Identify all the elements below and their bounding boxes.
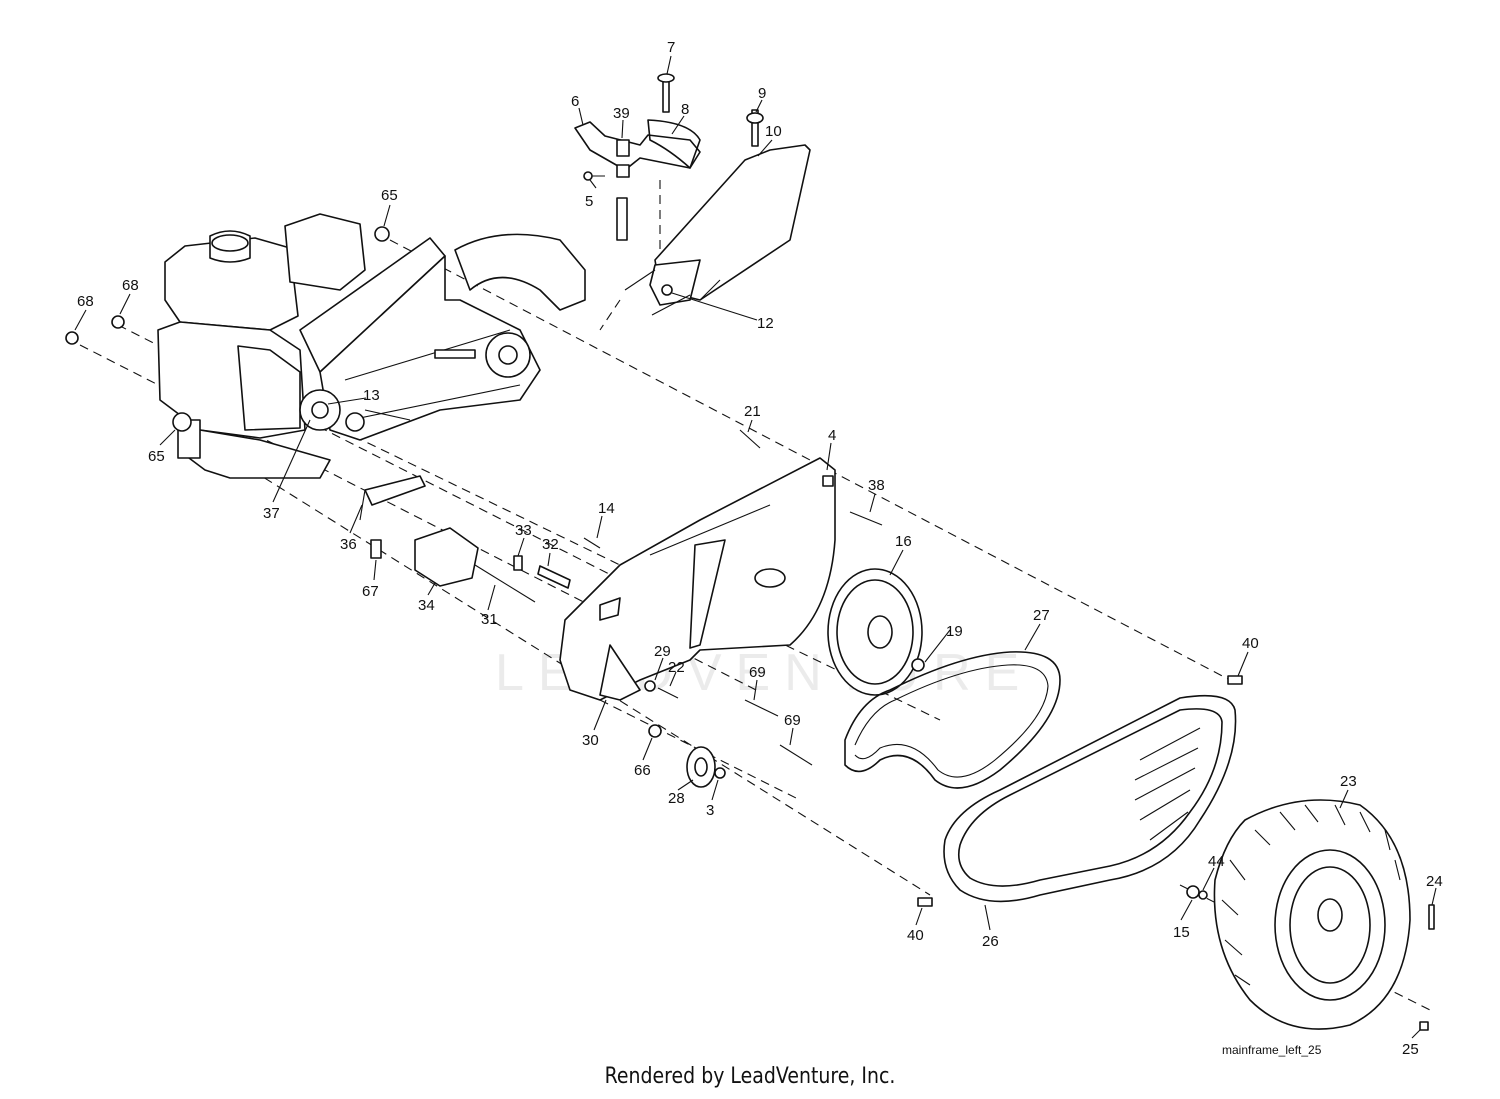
callout-8: 8 [681, 101, 689, 118]
callout-36: 36 [340, 536, 357, 553]
diagram-reference-code: mainframe_left_25 [1222, 1043, 1322, 1057]
callout-4: 4 [828, 427, 836, 444]
callout-23: 23 [1340, 773, 1357, 790]
callout-28: 28 [668, 790, 685, 807]
callout-13: 13 [363, 387, 380, 404]
credit-line: Rendered by LeadVenture, Inc. [604, 1064, 896, 1089]
callout-67: 67 [362, 583, 379, 600]
callout-30: 30 [582, 732, 599, 749]
callout-19: 19 [946, 623, 963, 640]
callout-26: 26 [982, 933, 999, 950]
upper-shield-parts [574, 73, 811, 316]
callout-22: 22 [668, 659, 685, 676]
wheel-assembly [1186, 799, 1435, 1031]
callout-33: 33 [515, 522, 532, 539]
callout-34: 34 [418, 597, 435, 614]
callout-40-lower: 40 [907, 927, 924, 944]
left-hardware [65, 226, 601, 603]
leader-lines [74, 55, 1437, 1039]
callout-38: 38 [868, 477, 885, 494]
callout-3: 3 [706, 802, 714, 819]
callout-68-left: 68 [77, 293, 94, 310]
callout-37: 37 [263, 505, 280, 522]
drive-pulley [827, 511, 925, 696]
callout-25: 25 [1402, 1041, 1419, 1058]
callout-32: 32 [542, 536, 559, 553]
callout-39: 39 [613, 105, 630, 122]
callout-21: 21 [744, 403, 761, 420]
callout-10: 10 [765, 123, 782, 140]
callout-27: 27 [1033, 607, 1050, 624]
callout-65-top: 65 [381, 187, 398, 204]
callout-40-right: 40 [1242, 635, 1259, 652]
drive-belt [844, 651, 1061, 789]
callout-68-right: 68 [122, 277, 139, 294]
frame-plate [559, 429, 836, 701]
callout-12: 12 [757, 315, 774, 332]
callout-9: 9 [758, 85, 766, 102]
callout-16: 16 [895, 533, 912, 550]
engine-mainframe-assembly [157, 213, 586, 479]
middle-hardware [644, 675, 1243, 907]
callout-14: 14 [598, 500, 615, 517]
callout-5: 5 [585, 193, 593, 210]
callout-labels: 7 6 39 8 9 10 5 65 68 68 12 13 65 21 4 3… [77, 39, 1443, 1058]
callout-29: 29 [654, 643, 671, 660]
callout-65-left: 65 [148, 448, 165, 465]
callout-7: 7 [667, 39, 675, 56]
callout-24: 24 [1426, 873, 1443, 890]
callout-15: 15 [1173, 924, 1190, 941]
callout-69-lower: 69 [784, 712, 801, 729]
belt-cover [943, 694, 1237, 903]
callout-31: 31 [481, 611, 498, 628]
callout-69-upper: 69 [749, 664, 766, 681]
callout-6: 6 [571, 93, 579, 110]
callout-44: 44 [1208, 853, 1225, 870]
callout-66: 66 [634, 762, 651, 779]
